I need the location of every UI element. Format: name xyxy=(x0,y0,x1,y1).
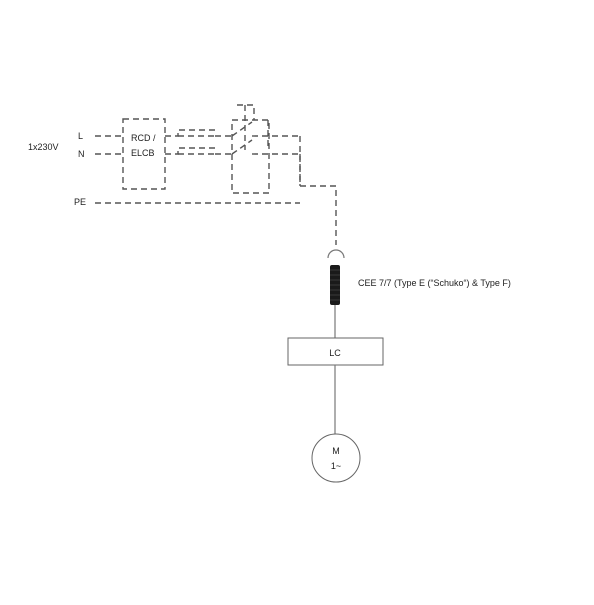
neutral-link-1 xyxy=(165,147,215,155)
rcd-box xyxy=(122,118,166,190)
motor-symbol xyxy=(311,433,361,483)
switch-housing xyxy=(231,119,270,194)
line-link-1 xyxy=(165,129,215,137)
pe-label: PE xyxy=(74,197,86,207)
socket-symbol xyxy=(327,249,345,259)
switch-l-contact xyxy=(231,121,253,137)
motor-label: M xyxy=(332,446,340,456)
line-label: L xyxy=(78,131,83,141)
supply-voltage-label: 1x230V xyxy=(28,142,59,152)
switch-actuator-top xyxy=(237,104,255,120)
rcd-label-line1: RCD / xyxy=(131,133,156,143)
plug-label: CEE 7/7 (Type E (“Schuko“) & Type F) xyxy=(358,278,511,288)
supply-cable xyxy=(300,185,337,245)
controller-box xyxy=(287,337,384,366)
switch-n-contact xyxy=(231,139,253,155)
neutral-label: N xyxy=(78,149,85,159)
motor-phase-label: 1~ xyxy=(331,461,341,471)
controller-label: LC xyxy=(329,348,341,358)
rcd-label-line2: ELCB xyxy=(131,148,155,158)
